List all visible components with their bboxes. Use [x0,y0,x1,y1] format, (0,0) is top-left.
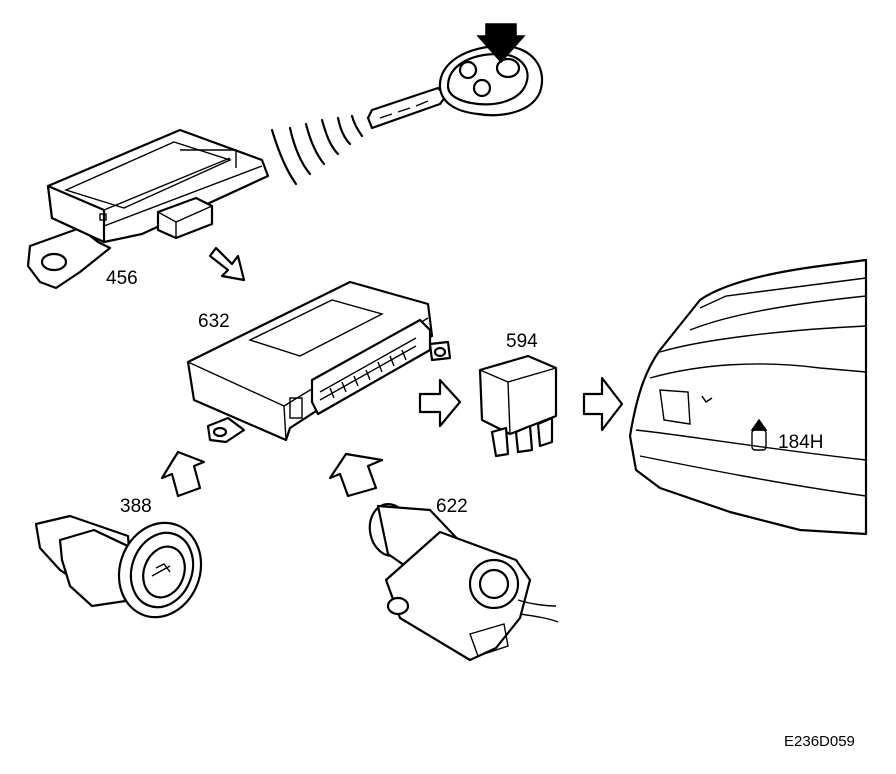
press-arrow-icon [476,23,526,64]
arrow-icon-594-to-184h [582,376,624,432]
label-388: 388 [120,496,152,517]
car-tailgate-184h [628,258,868,536]
arrow-icon-622-to-632 [328,452,384,498]
flow-arrows [160,246,624,498]
lock-motor-622 [368,503,559,662]
label-456: 456 [106,268,138,289]
radio-signal-icon [270,114,364,186]
arrow-icon-456-to-632 [208,246,246,282]
control-module-632 [186,280,452,444]
label-622: 622 [436,496,468,517]
remote-key-fob [366,23,544,130]
arrow-icon-632-to-594 [418,378,462,428]
label-632: 632 [198,311,230,332]
relay-594 [478,354,558,458]
remote-receiver-456 [26,128,270,290]
label-184h: 184H [778,432,823,453]
arrow-icon-388-to-632 [160,450,206,498]
switch-388 [34,514,203,619]
label-594: 594 [506,331,538,352]
reference-code: E236D059 [784,733,855,750]
